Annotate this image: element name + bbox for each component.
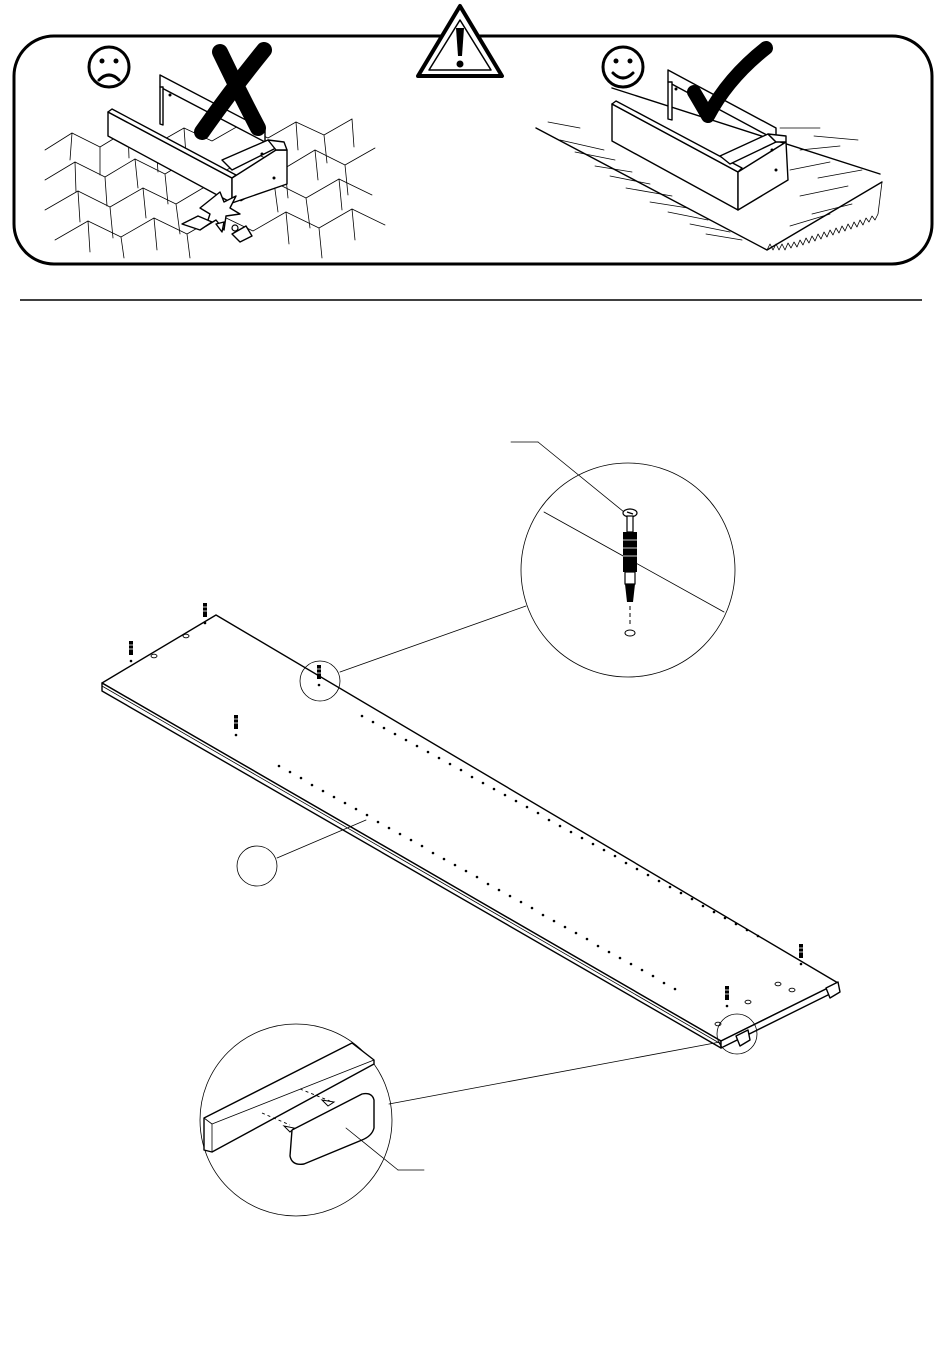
smiley-face-icon: [603, 47, 643, 87]
wrong-way-illustration: [45, 47, 385, 258]
glide-foot-detail: [200, 1014, 757, 1216]
cam-bolt-icon: [623, 509, 637, 636]
dropped-cabinet: [108, 75, 287, 203]
warning-triangle-icon: [418, 6, 502, 76]
sad-face-icon: [89, 47, 129, 87]
cam-bolt-detail: [300, 442, 735, 701]
right-way-illustration: [536, 47, 882, 250]
long-panel: [102, 615, 838, 1048]
